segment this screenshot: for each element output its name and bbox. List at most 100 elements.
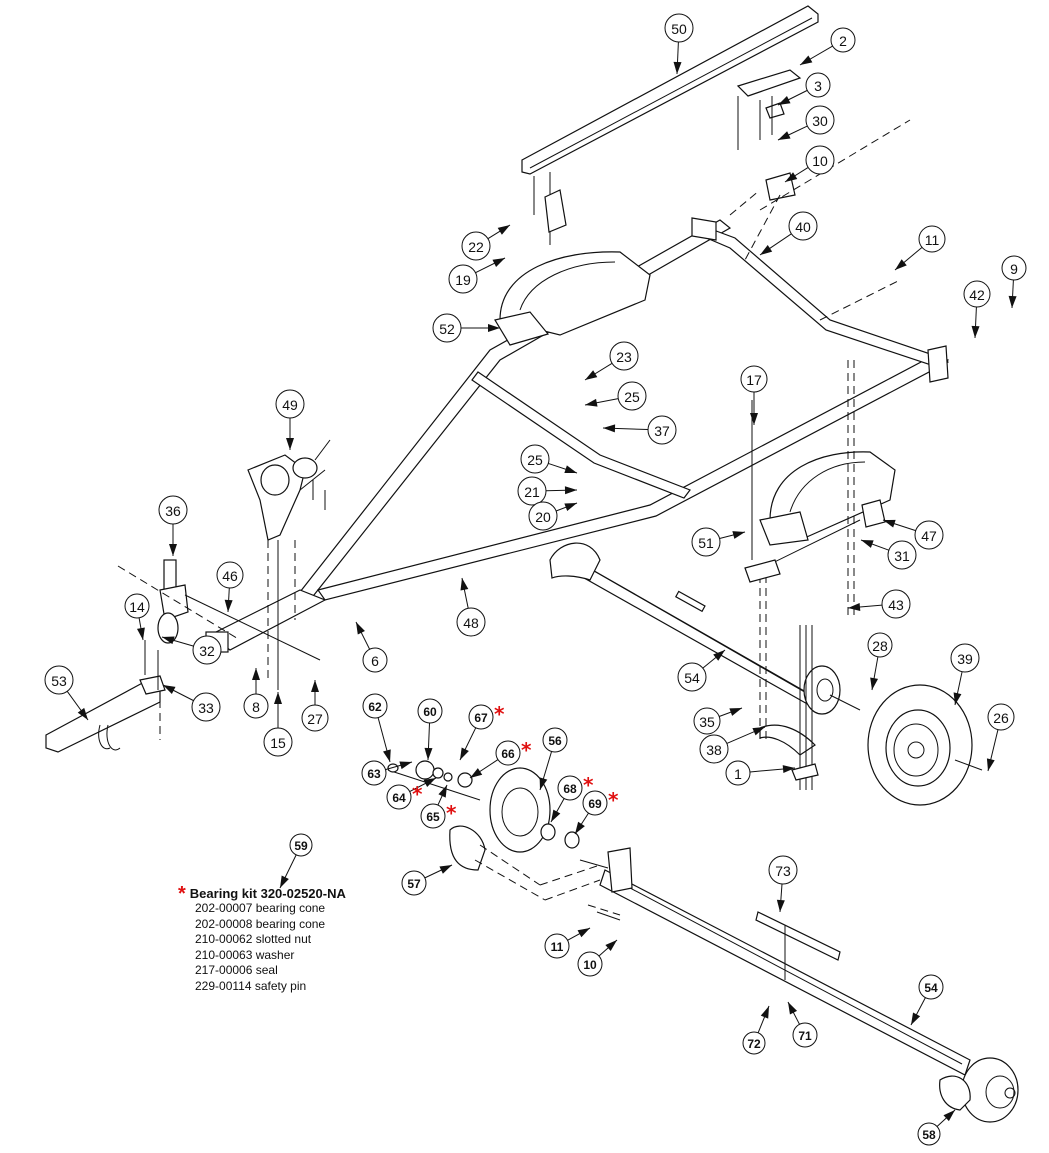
callout-bubble — [191, 692, 221, 722]
arrowhead-icon — [883, 519, 896, 528]
callout-bubble — [528, 501, 558, 531]
legend-title-row: * Bearing kit 320-02520-NA — [178, 882, 346, 905]
arrowhead-icon — [778, 96, 791, 105]
callout-39: 39 — [950, 643, 980, 706]
callout-26: 26 — [986, 703, 1015, 772]
callout-number: 25 — [624, 389, 640, 405]
callout-bubble — [124, 593, 150, 619]
callout-51: 51 — [691, 527, 746, 557]
callout-bubble — [725, 760, 751, 786]
arrowhead-icon — [136, 627, 145, 640]
callout-number: 35 — [699, 714, 715, 730]
callout-bubble — [647, 415, 677, 445]
callout-number: 66 — [501, 747, 515, 761]
callout-56: 56 — [539, 727, 568, 791]
callout-bubble — [275, 389, 305, 419]
callout-number: 54 — [684, 670, 700, 686]
callout-bubble — [432, 313, 462, 343]
callout-number: 10 — [583, 958, 597, 972]
callout-43: 43 — [847, 589, 911, 619]
arrowhead-icon — [564, 486, 577, 495]
callout-9: 9 — [1001, 255, 1027, 309]
arrowhead-icon — [713, 650, 725, 661]
callout-bubble — [693, 707, 721, 735]
callout-bubble — [362, 693, 388, 719]
callout-number: 67 — [474, 711, 488, 725]
arrowhead-icon — [953, 692, 962, 705]
arrowhead-icon — [788, 1002, 798, 1015]
callout-22: 22 — [461, 224, 511, 261]
callout-bubble — [699, 734, 729, 764]
callout-number: 36 — [165, 503, 181, 519]
callout-bubble — [520, 444, 550, 474]
callout-72: 72 — [742, 1005, 770, 1055]
callout-number: 49 — [282, 397, 298, 413]
callout-number: 42 — [969, 287, 985, 303]
wheel-39 — [829, 684, 983, 806]
arrowhead-icon — [911, 1012, 921, 1025]
callout-33: 33 — [162, 684, 221, 722]
callout-20: 20 — [528, 501, 578, 531]
callout-bubble — [950, 643, 980, 673]
arrowhead-icon — [986, 758, 995, 771]
axle-detail-54 — [579, 847, 1019, 1123]
arrowhead-icon — [460, 578, 469, 591]
callout-14: 14 — [124, 593, 150, 641]
callout-bubble — [805, 145, 835, 175]
arrowhead-icon — [551, 809, 561, 822]
callout-2: 2 — [799, 27, 856, 66]
callout-bubble — [768, 855, 798, 885]
rear-axle-54 — [549, 542, 841, 756]
callout-bubble — [263, 727, 293, 757]
callout-number: 59 — [294, 839, 308, 853]
callout-67: 67* — [459, 702, 505, 761]
callout-53: 53 — [44, 665, 89, 721]
bearing-kit-legend: * Bearing kit 320-02520-NA 202-00007 bea… — [178, 882, 346, 994]
callout-bubble — [805, 105, 835, 135]
arrowhead-icon — [383, 749, 391, 762]
callout-37: 37 — [602, 415, 677, 445]
callout-52: 52 — [432, 313, 500, 343]
callout-bubble — [417, 698, 443, 724]
legend-item: 202-00008 bearing cone — [195, 916, 326, 931]
callout-47: 47 — [882, 519, 944, 550]
arrowhead-icon — [169, 544, 177, 556]
callout-27: 27 — [301, 680, 329, 732]
callout-number: 23 — [616, 349, 632, 365]
fender-52 — [494, 251, 651, 346]
arrowhead-icon — [673, 61, 682, 74]
callout-number: 54 — [924, 981, 938, 995]
callout-number: 15 — [270, 735, 286, 751]
callout-number: 60 — [423, 705, 437, 719]
callout-number: 47 — [921, 528, 937, 544]
callout-23: 23 — [584, 341, 639, 381]
callout-bubble — [805, 72, 831, 98]
callout-bubble — [401, 870, 427, 896]
callout-bubble — [557, 775, 583, 801]
callout-bubble — [918, 974, 944, 1000]
callout-number: 6 — [371, 653, 379, 669]
callout-15: 15 — [263, 692, 293, 757]
callout-number: 38 — [706, 742, 722, 758]
callout-number: 25 — [527, 452, 543, 468]
star-icon: * — [178, 882, 186, 905]
arrowhead-icon — [460, 747, 469, 760]
callout-number: 46 — [222, 568, 238, 584]
arrowhead-icon — [895, 259, 907, 270]
legend-item: 202-00007 bearing cone — [195, 901, 326, 915]
callout-35: 35 — [693, 707, 743, 735]
callout-57: 57 — [401, 864, 453, 896]
arrowhead-icon — [603, 424, 616, 433]
callout-62: 62 — [362, 693, 391, 763]
callout-54: 54 — [677, 649, 726, 692]
callout-60: 60 — [417, 698, 443, 761]
callout-number: 11 — [925, 232, 940, 248]
callout-50: 50 — [664, 13, 694, 75]
callout-number: 63 — [367, 767, 381, 781]
arrowhead-icon — [399, 761, 412, 770]
arrowhead-icon — [492, 258, 505, 267]
callout-bubble — [609, 341, 639, 371]
star-icon: * — [446, 801, 457, 825]
callout-31: 31 — [860, 539, 917, 570]
